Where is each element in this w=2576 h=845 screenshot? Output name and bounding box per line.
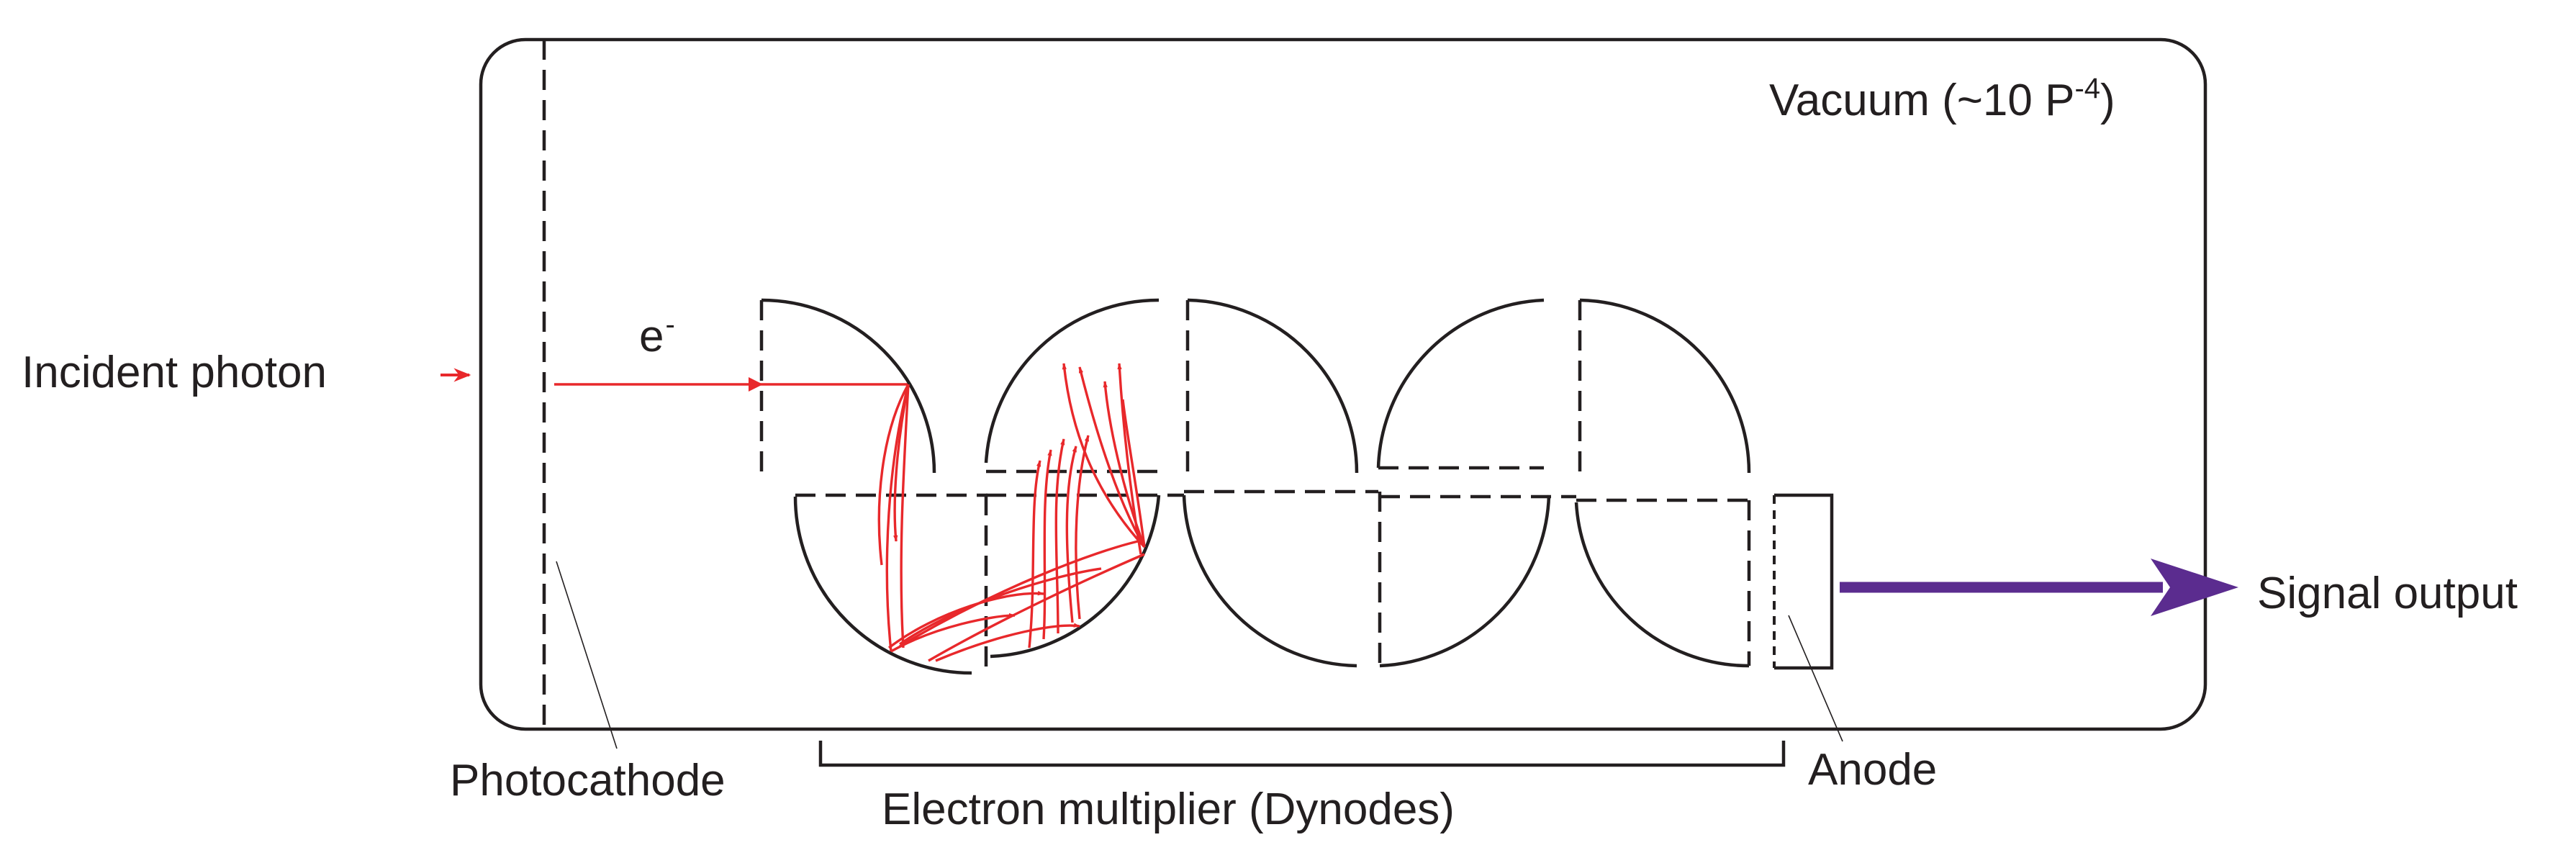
signal-output-arrowhead (2151, 559, 2238, 616)
dynode-3 (984, 298, 1160, 474)
primary-electron-arrowhead (749, 377, 763, 392)
dynode-chain (759, 298, 1751, 675)
vacuum-envelope (479, 37, 2207, 731)
electron-label: e- (639, 309, 675, 361)
dynode-10 (1574, 498, 1751, 668)
dynode-6 (1182, 489, 1382, 668)
photocathode-label: Photocathode (450, 756, 726, 805)
electron-multiplier-bracket (818, 741, 1786, 767)
dynode-8 (1379, 494, 1576, 668)
dynode-7 (1376, 298, 1545, 470)
incident-photon-label: Incident photon (22, 348, 327, 397)
vacuum-label: Vacuum (~10 P-4) (1769, 73, 2115, 125)
anode (1773, 493, 1834, 670)
anode-leader (1788, 615, 1843, 742)
signal-output-label: Signal output (2257, 569, 2518, 618)
electron-multiplier-label: Electron multiplier (Dynodes) (882, 785, 1455, 834)
dynode-5 (1185, 298, 1359, 474)
dynode-1 (759, 298, 936, 474)
dynode-9 (1578, 298, 1751, 474)
photocathode-leader (556, 561, 618, 749)
anode-label: Anode (1808, 745, 1937, 795)
dynode-4 (986, 493, 1184, 659)
electron-cascade (877, 363, 1146, 662)
